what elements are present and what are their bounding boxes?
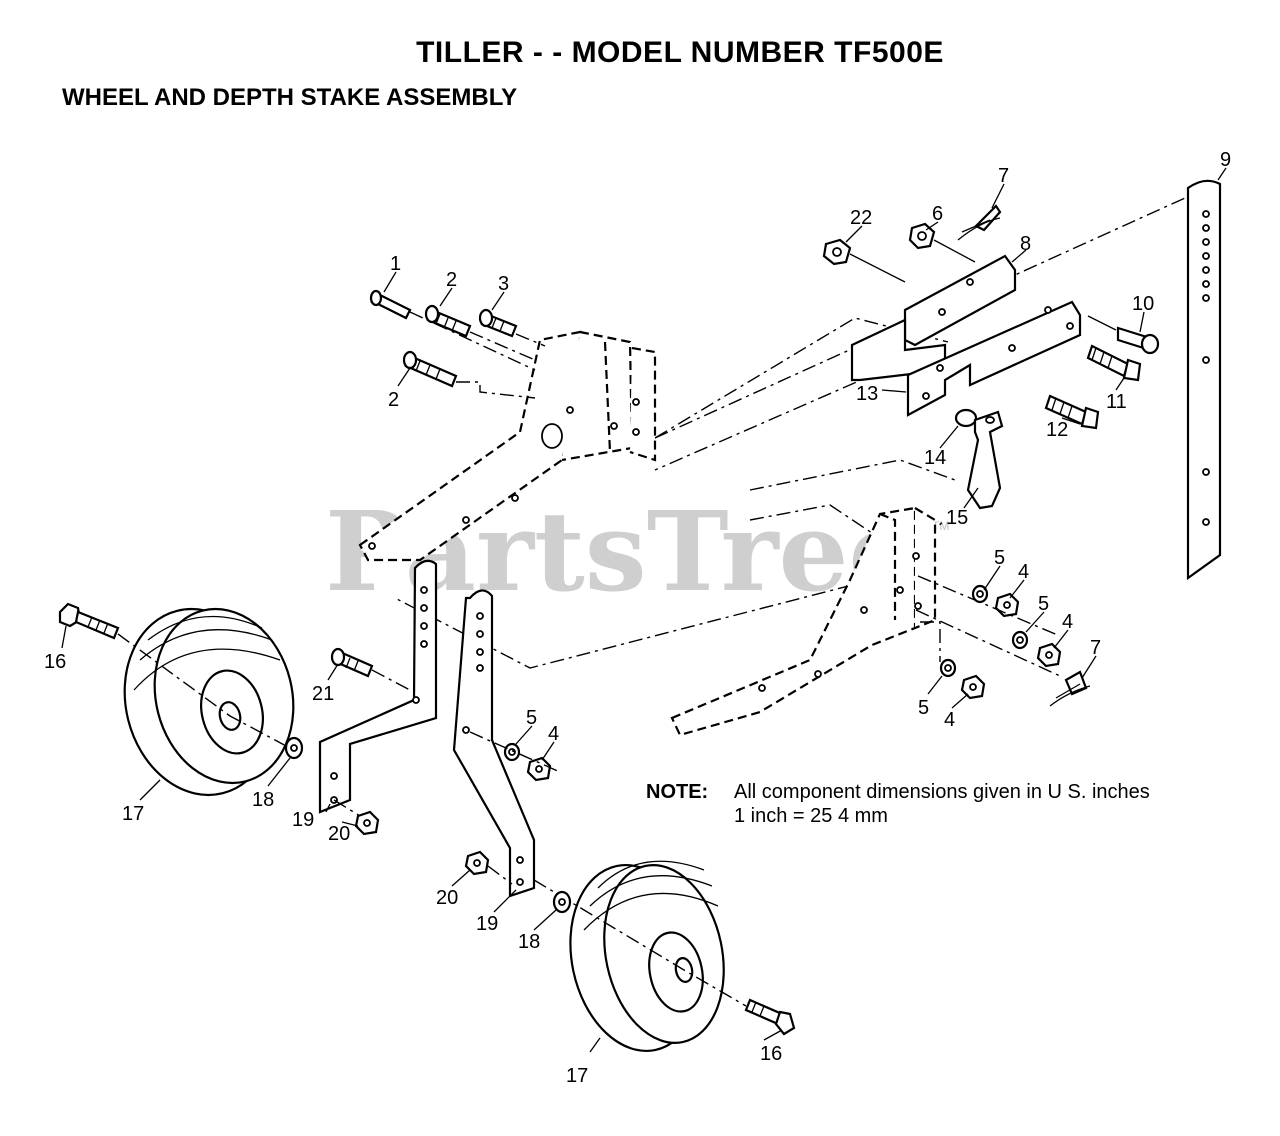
callout-17: 17 (566, 1065, 588, 1087)
callout-20: 20 (436, 887, 458, 909)
callout-5: 5 (526, 707, 537, 729)
watermark-trademark: TM (932, 519, 949, 533)
callout-numbers: 1 2 3 2 22 6 7 8 9 10 11 12 13 14 15 5 4… (44, 149, 1231, 1087)
callout-12: 12 (1046, 419, 1068, 441)
depth-stake-lever (954, 408, 1004, 510)
bracket-bolt (330, 647, 411, 691)
note-label: NOTE: (646, 781, 708, 803)
callout-6: 6 (932, 203, 943, 225)
callout-14: 14 (924, 447, 946, 469)
callout-13: 13 (856, 383, 878, 405)
callout-15: 15 (946, 507, 968, 529)
left-mounting-bracket (358, 330, 657, 562)
wheel-bracket-right (452, 589, 536, 898)
callout-21: 21 (312, 683, 334, 705)
callout-9: 9 (1220, 149, 1231, 171)
callout-4: 4 (1062, 611, 1073, 633)
callout-19: 19 (292, 809, 314, 831)
callout-2: 2 (388, 389, 399, 411)
callout-2: 2 (446, 269, 457, 291)
callout-1: 1 (390, 253, 401, 275)
callout-8: 8 (1020, 233, 1031, 255)
callout-18: 18 (518, 931, 540, 953)
callout-17: 17 (122, 803, 144, 825)
callout-11: 11 (1106, 391, 1127, 413)
hair-pin-clip-top (957, 204, 1002, 241)
callout-10: 10 (1132, 293, 1154, 315)
clevis-pin (1087, 315, 1160, 355)
callout-leaders (61, 167, 1227, 1053)
callout-4: 4 (944, 709, 955, 731)
right-mounting-bracket (670, 506, 937, 737)
callout-5: 5 (1038, 593, 1049, 615)
callout-19: 19 (476, 913, 498, 935)
wheel-right (533, 860, 796, 1053)
depth-stake-plates (850, 254, 1082, 417)
frame-bolts (369, 289, 546, 399)
callout-22: 22 (850, 207, 872, 229)
callout-4: 4 (548, 723, 559, 745)
note-line-1: All component dimensions given in U S. i… (734, 781, 1150, 803)
top-fasteners (822, 222, 976, 283)
callout-16: 16 (760, 1043, 782, 1065)
callout-7: 7 (1090, 637, 1101, 659)
callout-7: 7 (998, 165, 1009, 187)
callout-18: 18 (252, 789, 274, 811)
note-line-2: 1 inch = 25 4 mm (734, 805, 888, 827)
callout-5: 5 (994, 547, 1005, 569)
diagram-subtitle: WHEEL AND DEPTH STAKE ASSEMBLY (62, 84, 518, 111)
callout-20: 20 (328, 823, 350, 845)
callout-5: 5 (918, 697, 929, 719)
callout-16: 16 (44, 651, 66, 673)
right-side-fasteners (915, 575, 1062, 700)
hair-pin-clip-right (1049, 670, 1091, 707)
diagram-title: TILLER - - MODEL NUMBER TF500E (416, 36, 944, 69)
depth-stake (1186, 179, 1222, 581)
callout-4: 4 (1018, 561, 1029, 583)
plate-bolts (1044, 344, 1142, 430)
callout-3: 3 (498, 273, 509, 295)
note: NOTE: All component dimensions given in … (646, 781, 1150, 827)
wheel-left (58, 602, 304, 797)
